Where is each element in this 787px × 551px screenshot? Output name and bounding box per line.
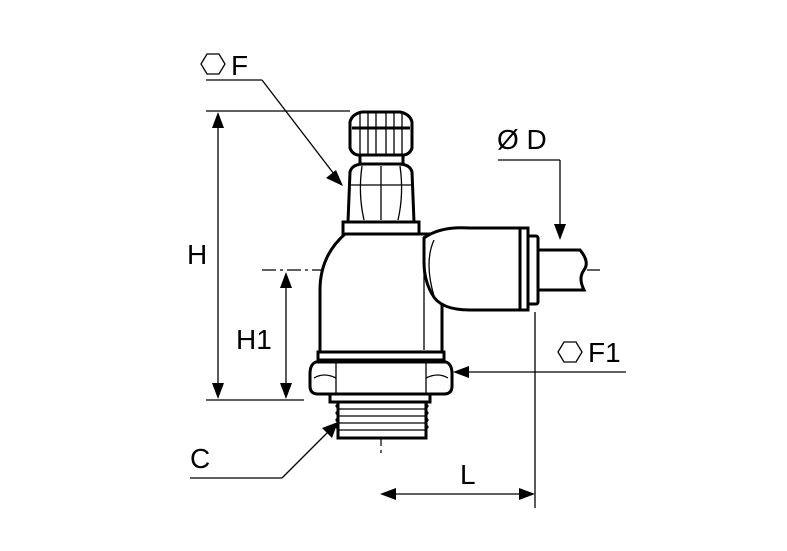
leader-f [206, 79, 343, 186]
threaded-stem [328, 392, 432, 440]
hex-symbol-f-icon [200, 53, 226, 75]
tube [526, 234, 588, 306]
leader-c [190, 422, 338, 479]
label-f1: F1 [588, 337, 621, 368]
label-h: H [187, 239, 207, 270]
hex-nut-f1 [308, 350, 454, 396]
valve-body [318, 220, 444, 354]
dimension-l [380, 312, 536, 508]
label-d: Ø D [497, 124, 547, 155]
adjustment-knob [348, 110, 414, 157]
leader-f1 [453, 366, 626, 378]
dimension-h [206, 110, 350, 401]
dimension-h1 [280, 272, 292, 399]
hex-symbol-f1-icon [557, 341, 583, 363]
label-c: C [190, 443, 210, 474]
hex-nut-f [346, 162, 416, 224]
elbow-port [422, 226, 530, 312]
label-f: F [231, 50, 248, 81]
label-l: L [460, 459, 476, 490]
leader-d [498, 159, 566, 240]
label-h1: H1 [236, 324, 272, 355]
